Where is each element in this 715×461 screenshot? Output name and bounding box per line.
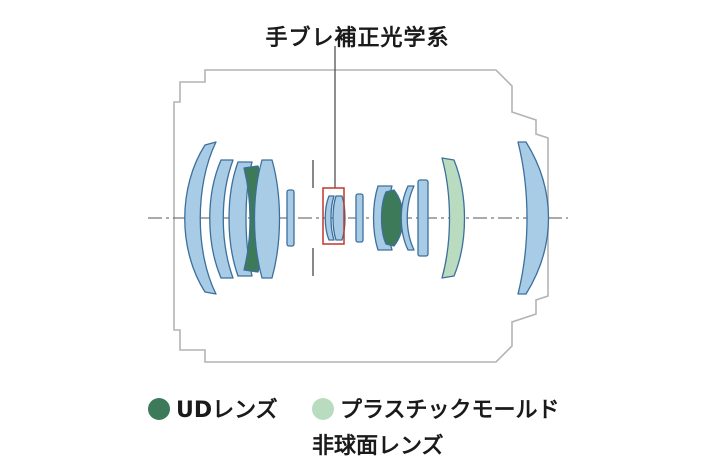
lens-element-1 — [184, 141, 217, 295]
stabilizer-group-box — [322, 187, 345, 245]
lens-element-14 — [517, 141, 550, 295]
legend-plastic-label: プラスチックモールド — [340, 398, 560, 423]
stabilizer-lens-1 — [324, 195, 335, 241]
plastic-lens-swatch — [312, 398, 334, 420]
legend-plastic-label-line2: 非球面レンズ — [312, 434, 444, 459]
legend-ud-label: UDレンズ — [176, 398, 278, 423]
lens-element-11 — [400, 185, 415, 251]
legend-ud: UDレンズ — [148, 392, 278, 424]
lens-element-2 — [209, 159, 234, 279]
lens-element-plastic-aspherical — [441, 157, 466, 279]
lens-element-6 — [286, 189, 295, 247]
lens-element-ud-2 — [380, 189, 404, 247]
stabilizer-title: 手ブレ補正光学系 — [265, 26, 450, 51]
lens-barrel-outline — [173, 69, 549, 363]
lens-element-5 — [253, 159, 281, 279]
legend-plastic: プラスチックモールド 非球面レンズ — [312, 392, 560, 460]
stabilizer-lens-2 — [332, 195, 346, 241]
lens-element-12 — [417, 179, 429, 257]
lens-element-9 — [355, 193, 364, 243]
ud-lens-swatch — [148, 398, 170, 420]
